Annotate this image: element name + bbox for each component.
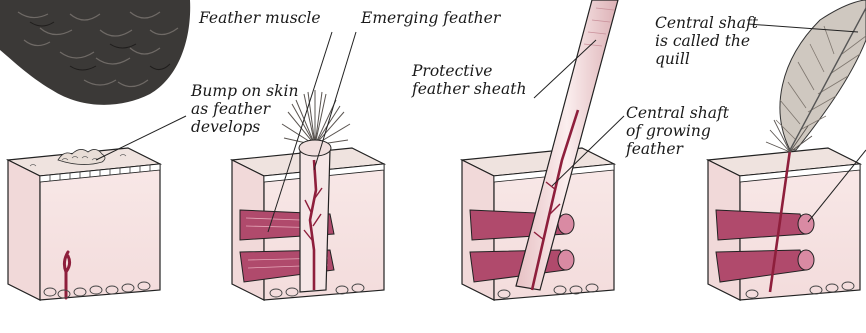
stage-sheath-block: [462, 0, 618, 300]
label-bump-on-skin: Bump on skin as feather develops: [191, 82, 298, 136]
label-feather-muscle: Feather muscle: [199, 9, 321, 27]
stage-bump-block: [8, 148, 160, 300]
label-central-shaft-growing: Central shaft of growing feather: [626, 104, 729, 158]
label-emerging-feather: Emerging feather: [361, 9, 500, 27]
leader-bump: [96, 116, 186, 160]
label-protective-sheath: Protective feather sheath: [412, 62, 526, 98]
label-central-shaft-quill: Central shaft is called the quill: [655, 14, 758, 68]
bird-body-illustration: [0, 0, 190, 105]
